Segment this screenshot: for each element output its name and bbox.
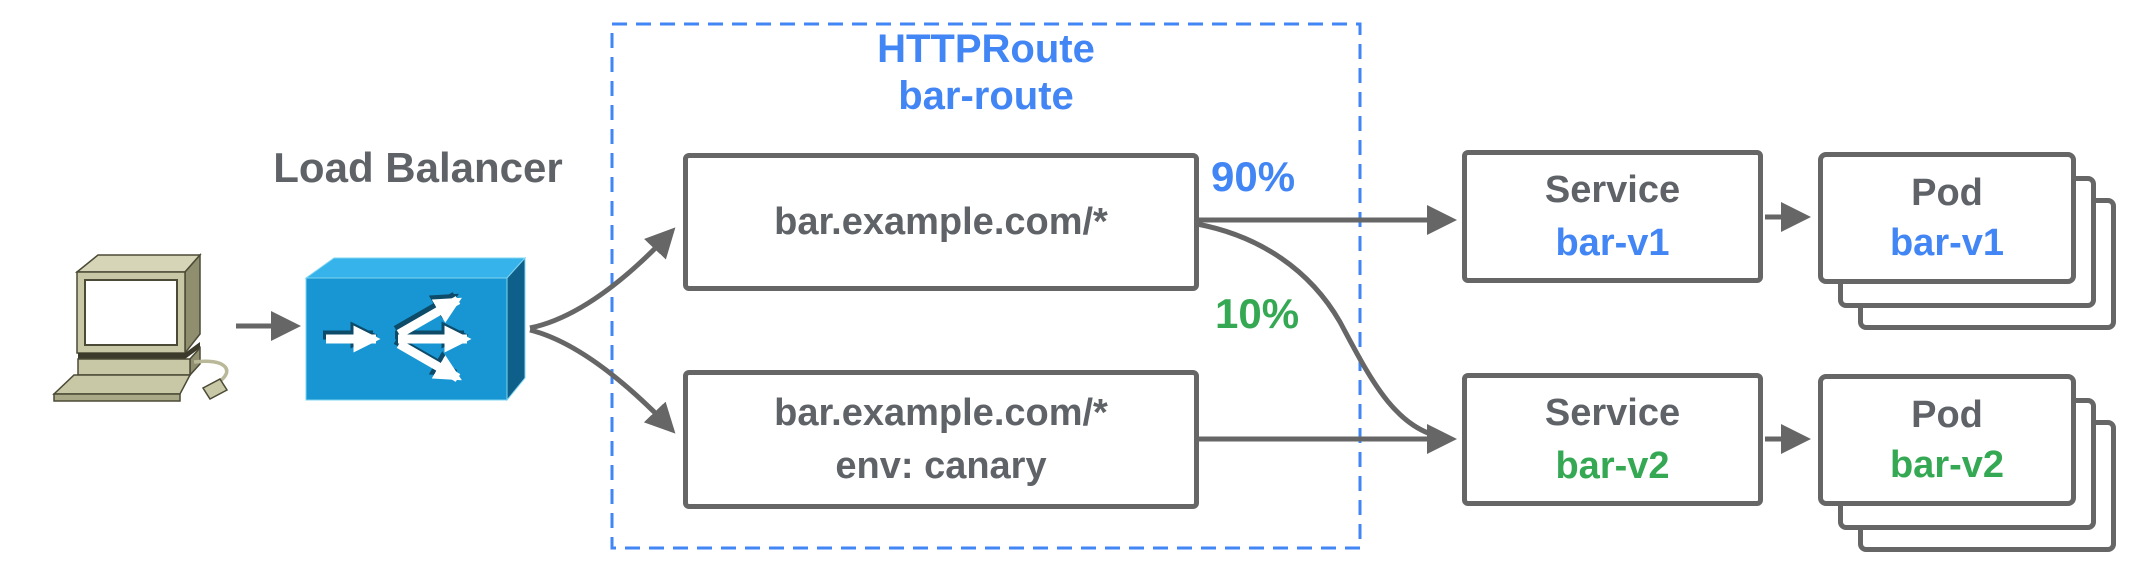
pod-v2-kind-label: Pod [1911,394,1983,436]
httproute-name-label: bar-route [898,74,1074,118]
pod-bar-v1-box: Pod bar-v1 [1818,152,2076,284]
service-v1-name-label: bar-v1 [1555,221,1670,264]
pod-bar-v1-stack: Pod bar-v1 [1818,152,2128,337]
pod-bar-v2-box: Pod bar-v2 [1818,374,2076,506]
route-rule-canary-box: bar.example.com/* env: canary [683,370,1199,509]
service-v2-name-label: bar-v2 [1555,444,1670,487]
route-rule-main-match: bar.example.com/* [774,200,1108,243]
service-v2-kind-label: Service [1544,391,1681,434]
arrow-lb-to-rule-main [529,227,676,331]
load-balancer-icon [304,256,527,402]
service-v1-kind-label: Service [1544,168,1681,211]
pod-v1-kind-label: Pod [1911,172,1983,214]
httproute-kind-label: HTTPRoute [877,27,1095,71]
route-rule-main-box: bar.example.com/* [683,153,1199,291]
pod-v2-name-label: bar-v2 [1889,444,2005,486]
route-rule-canary-header: env: canary [835,444,1047,487]
arrow-lb-to-rule-canary [529,327,676,434]
weight-10-label: 10% [1215,290,1300,337]
pod-bar-v2-stack: Pod bar-v2 [1818,374,2128,559]
desktop-computer-icon [52,253,229,402]
load-balancer-label: Load Balancer [273,144,563,191]
service-bar-v1-box: Service bar-v1 [1462,150,1763,283]
weight-90-label: 90% [1211,153,1296,200]
service-bar-v2-box: Service bar-v2 [1462,373,1763,506]
pod-v1-name-label: bar-v1 [1889,222,2005,264]
route-rule-canary-match: bar.example.com/* [774,391,1108,434]
httproute-group-title: HTTPRoute bar-route [612,26,1360,120]
